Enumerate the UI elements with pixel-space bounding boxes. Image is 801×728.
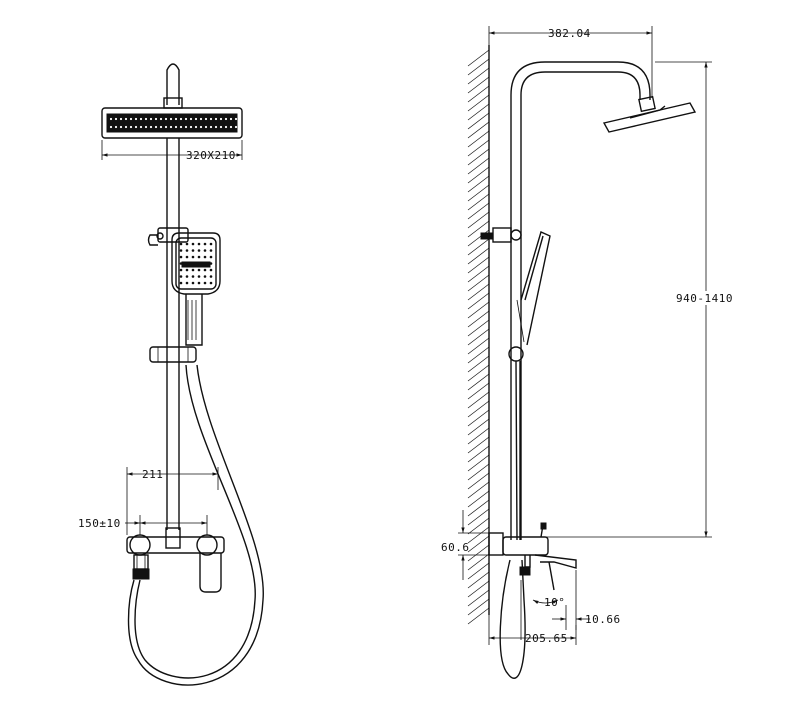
side-mixer xyxy=(488,522,577,591)
wall-bracket xyxy=(480,227,522,243)
side-hose-lower xyxy=(499,559,526,679)
side-view: 382.04 940-1410 60.6 10° xyxy=(441,26,737,679)
dim-spout-drop: 10.66 xyxy=(552,570,621,630)
hand-shower xyxy=(171,232,221,346)
dim-spout-angle: 10° xyxy=(520,580,565,640)
hose xyxy=(127,364,264,686)
dim-head-size-label: 320X210 xyxy=(186,149,236,162)
dim-arm-reach: 382.04 xyxy=(488,26,653,98)
dim-height-range: 940-1410 xyxy=(540,61,737,538)
dim-height-range-label: 940-1410 xyxy=(676,292,733,305)
dim-inlet-spacing: 150±10 xyxy=(78,515,208,535)
dim-spout-angle-label: 10° xyxy=(544,596,565,609)
dim-arm-reach-label: 382.04 xyxy=(548,27,591,40)
dim-head-size: 320X210 xyxy=(101,140,243,162)
side-shower-head xyxy=(602,95,697,133)
dim-spout-length: 205.65 xyxy=(488,615,577,645)
mixer-valve xyxy=(126,527,225,593)
front-view: 320X210 211 150±10 xyxy=(78,63,264,686)
riser-and-arm xyxy=(510,61,651,540)
dim-spout-length-label: 205.65 xyxy=(525,632,568,645)
dim-mixer-height: 60.6 xyxy=(441,510,489,580)
dim-spout-drop-label: 10.66 xyxy=(585,613,621,626)
hand-shower-holder xyxy=(147,227,189,246)
dim-mixer-height-label: 60.6 xyxy=(441,541,470,554)
riser-pipe xyxy=(166,138,180,530)
dim-mixer-offset-label: 211 xyxy=(142,468,163,481)
side-hose-upper xyxy=(515,360,521,541)
slide-holder xyxy=(149,346,197,363)
dim-inlet-spacing-label: 150±10 xyxy=(78,517,121,530)
wall-section xyxy=(467,45,490,625)
dim-mixer-offset: 211 xyxy=(126,467,219,535)
side-hand-shower xyxy=(516,231,551,346)
overhead-shower-head xyxy=(101,107,243,139)
